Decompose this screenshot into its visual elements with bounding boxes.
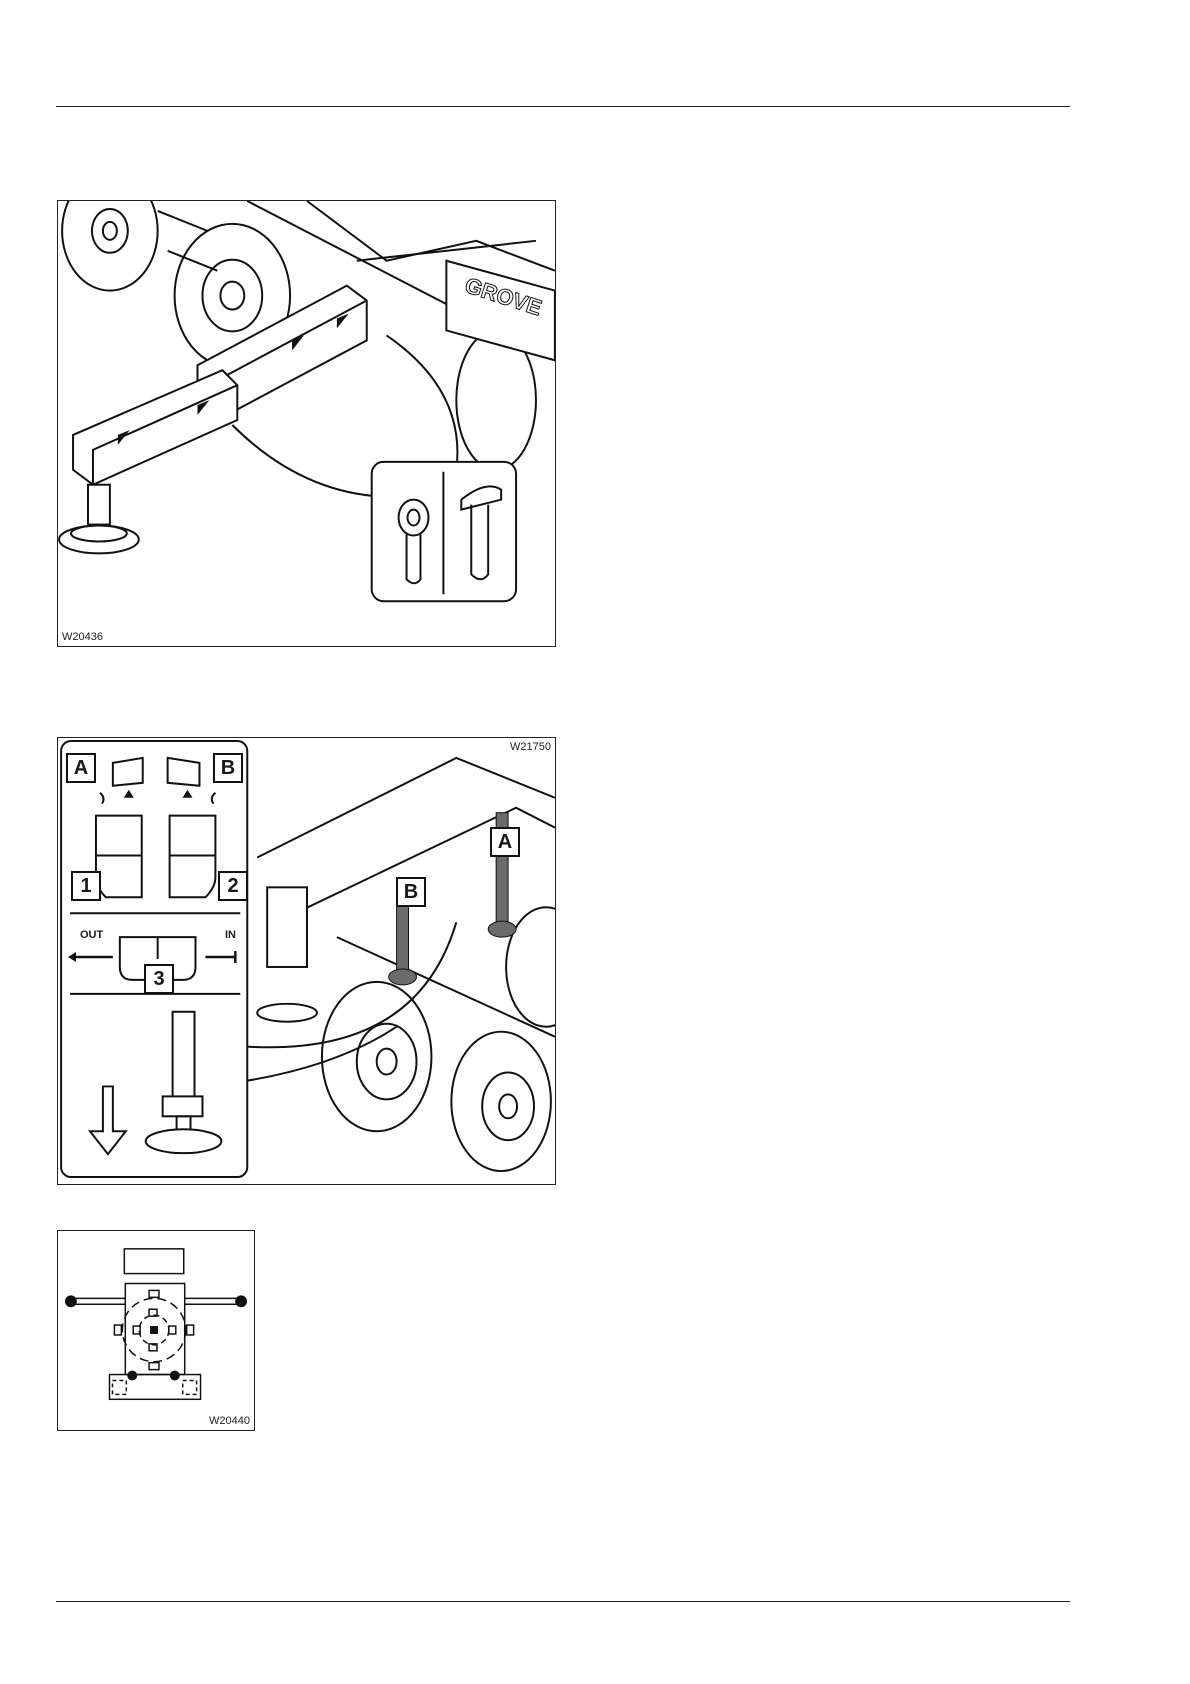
label-1: 1 bbox=[71, 871, 101, 901]
label-a: A bbox=[66, 753, 96, 783]
figure-outrigger-beam: GROVE W20436 bbox=[57, 200, 556, 647]
figure-code: W21750 bbox=[510, 741, 551, 753]
label-a-chassis: A bbox=[490, 827, 520, 857]
outrigger-beam-illustration: GROVE bbox=[58, 201, 555, 646]
figure-outrigger-symbol: W20440 bbox=[57, 1230, 255, 1431]
footer-rule bbox=[56, 1601, 1070, 1602]
figure-code: W20436 bbox=[62, 631, 103, 643]
figure-code: W20440 bbox=[209, 1415, 250, 1427]
label-2: 2 bbox=[218, 871, 248, 901]
label-b-chassis: B bbox=[396, 877, 426, 907]
outrigger-panel-illustration bbox=[58, 738, 555, 1184]
label-in: IN bbox=[225, 929, 236, 941]
label-out: OUT bbox=[80, 929, 103, 941]
figure-outrigger-panel: A B 1 2 3 OUT IN A B W21750 bbox=[57, 737, 556, 1185]
label-3: 3 bbox=[144, 964, 174, 994]
header-rule bbox=[56, 106, 1070, 107]
outrigger-symbol-illustration bbox=[58, 1231, 254, 1430]
label-b: B bbox=[213, 753, 243, 783]
